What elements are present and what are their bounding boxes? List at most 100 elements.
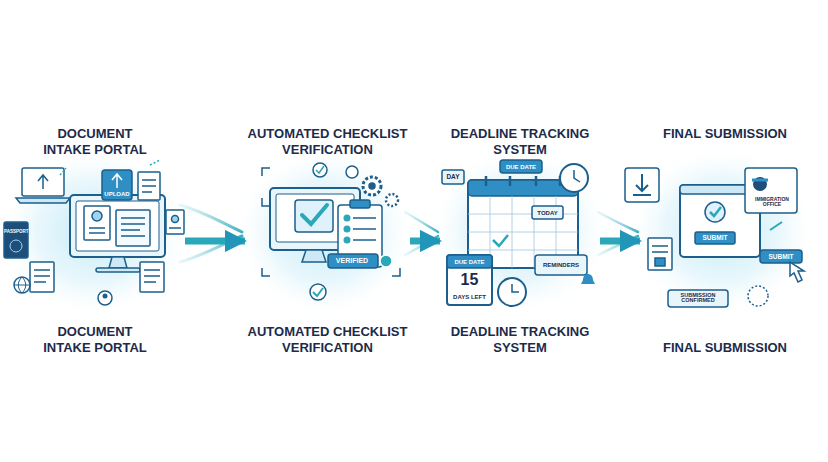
icon-label: PASSPORT xyxy=(4,230,28,235)
intake-illustration xyxy=(109,257,127,268)
checklist-illustration xyxy=(346,166,358,178)
calendar-illustration xyxy=(581,274,595,284)
intake-illustration xyxy=(102,170,132,200)
flow-streaks xyxy=(180,205,242,232)
calendar-illustration xyxy=(442,160,595,306)
intake-illustration xyxy=(4,160,184,305)
intake-illustration xyxy=(14,277,30,293)
intake-illustration xyxy=(38,175,48,189)
stage-node: DOCUMENT INTAKE PORTAL DOCUMENT INTAKE PO… xyxy=(5,120,185,362)
flow-streaks xyxy=(405,236,438,255)
submission-illustration xyxy=(668,290,728,307)
checklist-illustration xyxy=(353,239,376,241)
icon-label: DUE DATE xyxy=(500,163,542,169)
submission-illustration xyxy=(790,262,804,282)
submission-illustration xyxy=(652,246,668,252)
submission-illustration xyxy=(695,232,735,244)
calendar-illustration xyxy=(574,170,580,182)
icon-label: SUBMIT xyxy=(760,253,802,260)
checklist-illustration xyxy=(262,268,400,276)
intake-illustration xyxy=(84,206,110,240)
checklist-illustration xyxy=(350,200,370,208)
icon-label: UPLOAD xyxy=(102,191,132,197)
checklist-illustration xyxy=(310,284,326,300)
checklist-illustration xyxy=(302,205,327,224)
checklist-illustration xyxy=(328,254,378,268)
submission-illustration xyxy=(752,179,768,182)
intake-illustration xyxy=(70,195,165,257)
flow-streaks xyxy=(180,236,242,262)
intake-illustration xyxy=(14,277,30,293)
calendar-illustration xyxy=(493,235,508,246)
icon-label: TODAY xyxy=(532,209,564,215)
checklist-illustration xyxy=(302,250,326,262)
intake-illustration xyxy=(116,210,150,246)
submission-illustration xyxy=(770,222,782,230)
checklist-illustration xyxy=(386,194,398,206)
checklist-illustration xyxy=(316,166,324,173)
icon-label: SUBMIT xyxy=(695,235,735,242)
intake-illustration xyxy=(169,227,181,229)
intake-illustration xyxy=(103,294,108,299)
icon-label: VERIFIED xyxy=(327,257,377,264)
submission-illustration xyxy=(633,174,651,195)
icon-label: IMMIGRATION OFFICE xyxy=(748,197,796,208)
calendar-illustration xyxy=(560,164,588,192)
glow-halos xyxy=(0,146,193,318)
intake-illustration xyxy=(89,228,105,233)
intake-illustration xyxy=(144,270,160,282)
calendar-illustration xyxy=(447,255,492,305)
glow-halos xyxy=(626,144,818,316)
stage-heading: AUTOMATED CHECKLIST VERIFICATION xyxy=(228,126,428,158)
submission-illustration xyxy=(648,238,672,270)
intake-illustration xyxy=(76,201,159,251)
checklist-illustration xyxy=(262,163,400,300)
stage-heading: DOCUMENT INTAKE PORTAL xyxy=(33,324,158,356)
checklist-illustration xyxy=(313,163,327,177)
calendar-illustration xyxy=(486,176,560,186)
submission-illustration xyxy=(705,202,725,222)
intake-illustration xyxy=(172,216,179,223)
intake-illustration xyxy=(140,262,164,292)
checklist-illustration xyxy=(363,177,381,195)
icon-label: DAYS LEFT xyxy=(447,294,492,300)
glow-halos xyxy=(233,146,417,318)
submission-illustration xyxy=(625,168,659,202)
intake-illustration xyxy=(92,211,102,221)
calendar-illustration xyxy=(532,206,563,219)
submission-illustration xyxy=(745,168,797,213)
calendar-illustration xyxy=(447,255,492,268)
icon-label: DUE DATE xyxy=(447,258,492,264)
flow-arrow xyxy=(600,238,640,245)
checklist-illustration xyxy=(344,215,351,222)
flow-arrow xyxy=(410,238,440,245)
submission-illustration xyxy=(655,258,665,266)
intake-illustration xyxy=(96,268,140,272)
submission-illustration xyxy=(710,207,721,216)
checklist-illustration xyxy=(344,226,351,233)
intake-illustration xyxy=(16,198,70,203)
intake-illustration xyxy=(121,218,145,236)
checklist-illustration xyxy=(380,255,392,267)
checklist-illustration xyxy=(313,288,323,296)
intake-illustration xyxy=(34,270,50,282)
checklist-illustration xyxy=(295,200,333,232)
calendar-illustration xyxy=(535,255,587,275)
intake-illustration xyxy=(142,180,156,192)
stage-node: AUTOMATED CHECKLIST VERIFICATIONAUTOMATE… xyxy=(245,120,410,362)
intake-illustration xyxy=(30,262,54,292)
glow-halos xyxy=(0,144,818,318)
flow-streaks xyxy=(405,212,438,232)
checklist-illustration xyxy=(262,168,270,206)
checklist-illustration xyxy=(344,237,351,244)
intake-illustration xyxy=(10,240,22,252)
submission-illustration xyxy=(748,286,768,306)
stage-node: DEADLINE TRACKING SYSTEMDEADLINE TRACKIN… xyxy=(440,120,600,362)
flow-arrow xyxy=(185,238,245,245)
stage-heading: DOCUMENT INTAKE PORTAL xyxy=(33,126,158,158)
submission-illustration xyxy=(625,168,804,307)
intake-illustration xyxy=(112,174,122,188)
stage-heading: FINAL SUBMISSION xyxy=(655,126,795,142)
